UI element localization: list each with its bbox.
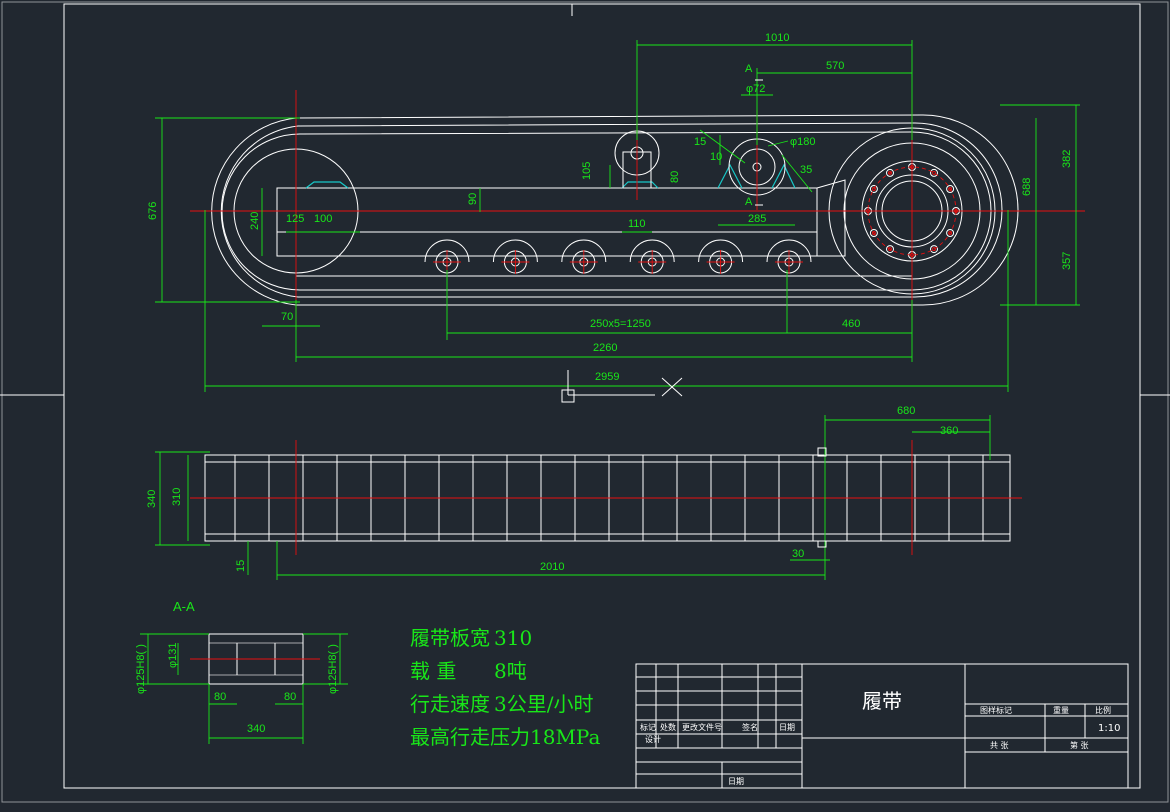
track-roller: [698, 239, 744, 274]
spec-value-2: 8吨: [494, 659, 527, 683]
tb-riqi: 日期: [728, 777, 744, 786]
tb-gong: 共 张: [990, 741, 1009, 750]
dim-text-section: A-A φ131 φ125H8( ) φ125H8( ) 80 80 340: [135, 599, 339, 735]
dim-110: 110: [628, 218, 646, 230]
dim-10: 10: [710, 151, 722, 163]
drawing-title: 履带: [862, 689, 902, 713]
track-roller: [561, 239, 607, 274]
dim-100: 100: [314, 213, 332, 225]
tb-tuyang: 图样标记: [980, 705, 1012, 715]
dim-357: 357: [1061, 252, 1073, 270]
dim-d180: φ180: [790, 136, 816, 148]
dim-240: 240: [249, 212, 261, 230]
tb-zhongliang: 重量: [1053, 705, 1069, 715]
dim-text-mid: 680 360 340 310 15 30 2010: [146, 405, 958, 573]
dim-676: 676: [147, 202, 159, 220]
tb-col-riqi: 日期: [779, 723, 795, 732]
section-a-a: [140, 633, 348, 744]
dim-340-sec: 340: [247, 723, 265, 735]
dim-2010: 2010: [540, 561, 564, 573]
dim-d131: φ131: [167, 643, 179, 669]
track-roller: [629, 239, 675, 274]
track-roller: [424, 239, 470, 274]
spec-label-3: 行走速度: [410, 692, 490, 716]
tb-col-biaoji: 标记: [640, 722, 656, 732]
section-label: A-A: [173, 599, 195, 614]
dimensions-top: [155, 40, 1080, 403]
track-roller: [492, 239, 538, 274]
dim-382: 382: [1061, 150, 1073, 168]
dim-15: 15: [694, 136, 706, 148]
spec-label-2: 载 重: [410, 659, 456, 683]
track-rollers: [424, 239, 812, 274]
dim-d125-left: φ125H8( ): [135, 644, 147, 694]
dim-70: 70: [281, 311, 293, 323]
spec-value-1: 310: [494, 626, 532, 650]
dim-688: 688: [1021, 178, 1033, 196]
dim-80-right: 80: [284, 691, 296, 703]
dim-340: 340: [146, 490, 158, 508]
dim-360: 360: [940, 425, 958, 437]
dim-text-top: 1010 570 φ72 φ180 15 10 35 105 80 90 110…: [147, 32, 1073, 383]
spec-label-1: 履带板宽: [410, 626, 490, 650]
tb-sheji: 设计: [645, 734, 661, 744]
spec-value-3: 3公里/小时: [494, 692, 593, 716]
dim-125: 125: [286, 213, 304, 225]
dim-285: 285: [748, 213, 766, 225]
dim-2959: 2959: [595, 371, 619, 383]
track-roller: [766, 239, 812, 274]
dim-35: 35: [800, 164, 812, 176]
tb-scale-value: 1:10: [1098, 723, 1120, 734]
dim-105: 105: [581, 162, 593, 180]
track-plan-view: [155, 415, 1022, 580]
tb-col-chushu: 处数: [660, 722, 676, 732]
track-side-view: [211, 114, 1019, 306]
tb-col-qianzi: 签名: [742, 722, 758, 732]
dim-d72: φ72: [746, 83, 765, 95]
tb-di: 第 张: [1070, 740, 1089, 750]
section-mark-top: A: [745, 63, 753, 75]
dim-1250: 250x5=1250: [590, 318, 651, 330]
title-block: 履带 图样标记 重量 比例 1:10 共 张 第 张 标记 处数 更改文件号 签…: [635, 663, 1129, 789]
spec-value-4: 18MPa: [530, 725, 600, 749]
dim-15-mid: 15: [235, 560, 247, 572]
dim-30: 30: [792, 548, 804, 560]
tb-bili: 比例: [1095, 705, 1111, 715]
section-mark-bottom: A: [745, 196, 753, 208]
dim-80-left: 80: [214, 691, 226, 703]
dim-680: 680: [897, 405, 915, 417]
dim-80: 80: [669, 171, 681, 183]
dim-90: 90: [467, 193, 479, 205]
spec-label-4: 最高行走压力: [410, 725, 530, 749]
dim-1010: 1010: [765, 32, 789, 44]
dim-310: 310: [171, 488, 183, 506]
tb-col-fenqu: 更改文件号: [682, 722, 722, 732]
dim-2260: 2260: [593, 342, 617, 354]
dim-460: 460: [842, 318, 860, 330]
dim-d125-right: φ125H8( ): [327, 644, 339, 694]
dim-570: 570: [826, 60, 844, 72]
spec-notes: 履带板宽 310 载 重 8吨 行走速度 3公里/小时 最高行走压力 18MPa: [410, 626, 600, 749]
